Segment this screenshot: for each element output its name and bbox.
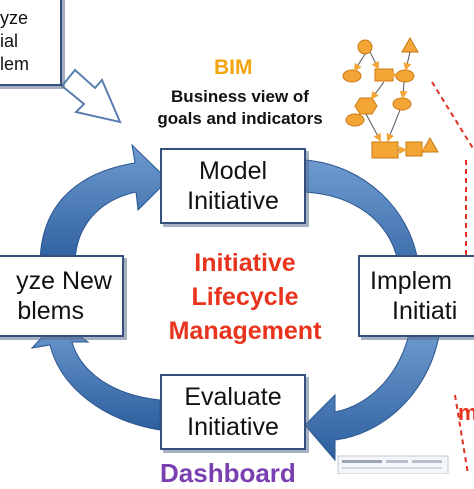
evaluate-initiative-line-1: Evaluate: [184, 383, 282, 411]
implement-initiative-line-1: Implem: [370, 267, 452, 295]
analyze-initial-problem-box: yze ial lem: [0, 0, 62, 86]
implement-initiative-line-2: Initiati: [392, 297, 458, 325]
evaluate-initiative-box: Evaluate Initiative: [160, 374, 306, 450]
red-dashed-line-bottom: [454, 394, 469, 474]
right-edge-red-text: m: [458, 400, 474, 425]
analyze-new-problems-line-2: blems: [17, 297, 84, 325]
bim-subtitle: Business view of goals and indicators: [130, 86, 350, 130]
bim-subtitle-line-1: Business view of: [171, 87, 309, 106]
analyze-new-problems-line-1: yze New: [16, 267, 112, 295]
model-initiative-line-1: Model: [198, 157, 268, 185]
center-title-line-1: Initiative: [194, 249, 296, 277]
dashboard-thumbnail: [337, 455, 449, 474]
bim-subtitle-line-2: goals and indicators: [157, 109, 323, 128]
evaluate-initiative-line-2: Initiative: [187, 413, 279, 441]
center-title-line-3: Management: [168, 317, 322, 345]
analyze-box-line-3: lem: [0, 53, 30, 74]
bim-process-diagram: [342, 36, 439, 159]
cycle-arrow-bottom-right: [304, 329, 441, 462]
model-initiative-line-2: Initiative: [187, 187, 279, 215]
red-dashed-line-top: [431, 81, 474, 151]
analyze-box-line-1: yze: [0, 7, 29, 28]
analyze-box-line-2: ial: [0, 30, 19, 51]
analyze-new-problems-box: yze New blems: [0, 255, 124, 337]
center-title-line-2: Lifecycle: [191, 283, 299, 311]
bim-title: BIM: [214, 56, 253, 79]
model-initiative-box: Model Initiative: [160, 148, 306, 224]
hollow-arrow: [60, 68, 122, 124]
implement-initiative-box: Implem Initiati: [358, 255, 474, 337]
cycle-arrow-top-left: [39, 143, 169, 266]
